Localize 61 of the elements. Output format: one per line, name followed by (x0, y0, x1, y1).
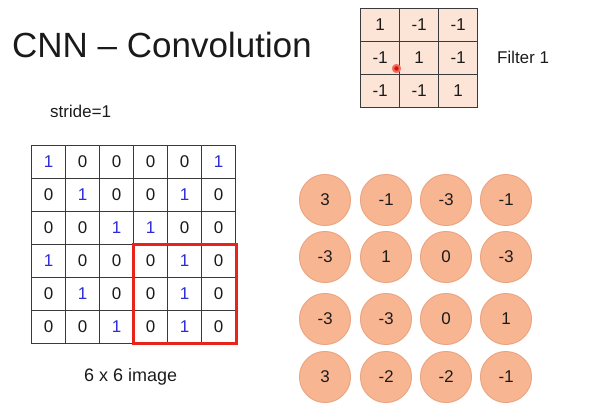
slide-title: CNN – Convolution (12, 26, 312, 66)
feature-map-node: -1 (480, 351, 532, 403)
pixel-cell: 1 (66, 278, 100, 310)
filter-weight-cell: -1 (438, 42, 478, 74)
pixel-cell: 0 (134, 146, 168, 178)
pixel-cell: 1 (134, 212, 168, 244)
filter-weight-cell: -1 (360, 42, 400, 74)
pixel-cell: 0 (202, 178, 236, 212)
pixel-cell: 1 (168, 178, 202, 212)
pixel-cell: 0 (202, 278, 236, 310)
pixel-cell: 0 (100, 278, 134, 310)
stride-label: stride=1 (50, 102, 111, 122)
pixel-cell: 1 (168, 310, 202, 344)
pixel-cell: 0 (66, 212, 100, 244)
filter-weight-cell: 1 (360, 8, 400, 42)
feature-map-node: -3 (420, 174, 472, 226)
pixel-cell: 0 (32, 212, 66, 244)
pixel-cell: 1 (100, 212, 134, 244)
feature-map-node: 3 (299, 351, 351, 403)
filter-weight-cell: -1 (438, 8, 478, 42)
feature-map-node: 1 (360, 231, 412, 283)
feature-map-node: -1 (480, 174, 532, 226)
feature-map-node: 0 (420, 293, 472, 345)
feature-map-node: -2 (420, 351, 472, 403)
pixel-cell: 0 (32, 178, 66, 212)
pixel-cell: 0 (168, 146, 202, 178)
feature-map-node: -3 (299, 231, 351, 283)
feature-map-node: -1 (360, 174, 412, 226)
filter-weight-cell: -1 (400, 8, 438, 42)
pixel-cell: 1 (168, 278, 202, 310)
pixel-cell: 1 (66, 178, 100, 212)
feature-map-node: 3 (299, 174, 351, 226)
pixel-cell: 0 (66, 244, 100, 278)
pixel-cell: 0 (100, 244, 134, 278)
pixel-cell: 0 (100, 178, 134, 212)
pixel-cell: 0 (100, 146, 134, 178)
image-caption: 6 x 6 image (84, 365, 178, 386)
feature-map-node: -3 (299, 293, 351, 345)
filter-weight-cell: -1 (360, 74, 400, 108)
feature-map-node: 0 (420, 231, 472, 283)
pixel-cell: 0 (32, 310, 66, 344)
filter-weight-cell: 1 (438, 74, 478, 108)
pixel-cell: 1 (32, 146, 66, 178)
pixel-cell: 1 (32, 244, 66, 278)
pixel-cell: 0 (32, 278, 66, 310)
feature-map-node: -3 (480, 231, 532, 283)
filter-weight-cell: -1 (400, 74, 438, 108)
pixel-cell: 1 (168, 244, 202, 278)
pixel-cell: 0 (134, 178, 168, 212)
feature-map-node: -3 (360, 293, 412, 345)
pixel-cell: 0 (134, 278, 168, 310)
pixel-cell: 0 (66, 310, 100, 344)
feature-map-node: -2 (360, 351, 412, 403)
pixel-cell: 0 (168, 212, 202, 244)
feature-map-node: 1 (480, 293, 532, 345)
pixel-cell: 1 (202, 146, 236, 178)
filter-weight-cell: 1 (400, 42, 438, 74)
pixel-cell: 0 (202, 212, 236, 244)
filter-label: Filter 1 (497, 48, 549, 68)
pixel-cell: 0 (66, 146, 100, 178)
pixel-cell: 1 (100, 310, 134, 344)
